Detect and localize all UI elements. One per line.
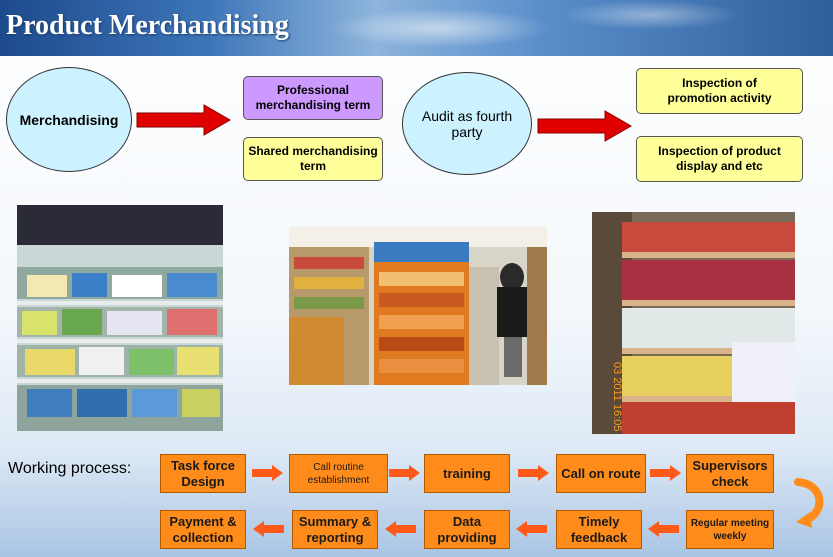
step-label: Regular meeting weekly <box>690 517 770 542</box>
right-arrow-icon <box>389 465 420 481</box>
u-turn-arrow-icon <box>794 478 824 528</box>
supermarket-photo-3: 03 2011 16:05 <box>592 212 795 434</box>
step-payment-collection: Payment & collection <box>160 510 246 549</box>
header-banner: Product Merchandising <box>0 0 833 56</box>
supermarket-photo-1 <box>17 205 223 431</box>
step-training: training <box>424 454 510 493</box>
working-process-label: Working process: <box>8 460 132 477</box>
left-arrow-icon <box>516 521 547 537</box>
step-label: Supervisors check <box>692 457 768 489</box>
inspection-promotion-box: Inspection of promotion activity <box>636 68 803 114</box>
header-cloud <box>330 8 550 48</box>
merchandising-label: Merchandising <box>19 111 119 128</box>
photo-timestamp: 03 2011 16:05 <box>611 362 623 432</box>
professional-term-box: Professional merchandising term <box>243 76 383 120</box>
step-label: Summary & reporting <box>298 513 372 545</box>
right-arrow-icon <box>537 110 633 142</box>
step-label: Call on route <box>561 465 641 481</box>
right-arrow-icon <box>518 465 549 481</box>
step-label: Payment & collection <box>169 513 237 545</box>
inspection-display-label: Inspection of product display and etc <box>658 144 781 173</box>
supermarket-photo-2 <box>289 227 547 385</box>
audit-ellipse: Audit as fourth party <box>402 72 532 175</box>
inspection-promotion-label: Inspection of promotion activity <box>667 76 772 105</box>
step-label: Timely feedback <box>570 513 628 545</box>
left-arrow-icon <box>648 521 679 537</box>
step-label: Call routine establishment <box>307 461 370 486</box>
header-cloud <box>560 0 740 30</box>
inspection-display-box: Inspection of product display and etc <box>636 136 803 182</box>
shared-term-box: Shared merchandising term <box>243 137 383 181</box>
step-call-routine: Call routine establishment <box>289 454 388 493</box>
page-title: Product Merchandising <box>6 10 289 41</box>
step-label: training <box>443 465 491 481</box>
right-arrow-icon <box>650 465 681 481</box>
step-timely-feedback: Timely feedback <box>556 510 642 549</box>
step-label: Task force Design <box>170 457 236 489</box>
step-task-force-design: Task force Design <box>160 454 246 493</box>
step-regular-meeting: Regular meeting weekly <box>686 510 774 549</box>
step-data-providing: Data providing <box>424 510 510 549</box>
merchandising-ellipse: Merchandising <box>6 67 132 172</box>
left-arrow-icon <box>253 521 284 537</box>
step-summary-reporting: Summary & reporting <box>292 510 378 549</box>
shared-term-label: Shared merchandising term <box>248 144 378 173</box>
step-label: Data providing <box>437 513 497 545</box>
professional-term-label: Professional merchandising term <box>255 83 371 112</box>
left-arrow-icon <box>385 521 416 537</box>
right-arrow-icon <box>252 465 283 481</box>
right-arrow-icon <box>136 104 232 136</box>
audit-label: Audit as fourth party <box>421 107 513 140</box>
step-supervisors-check: Supervisors check <box>686 454 774 493</box>
step-call-on-route: Call on route <box>556 454 646 493</box>
